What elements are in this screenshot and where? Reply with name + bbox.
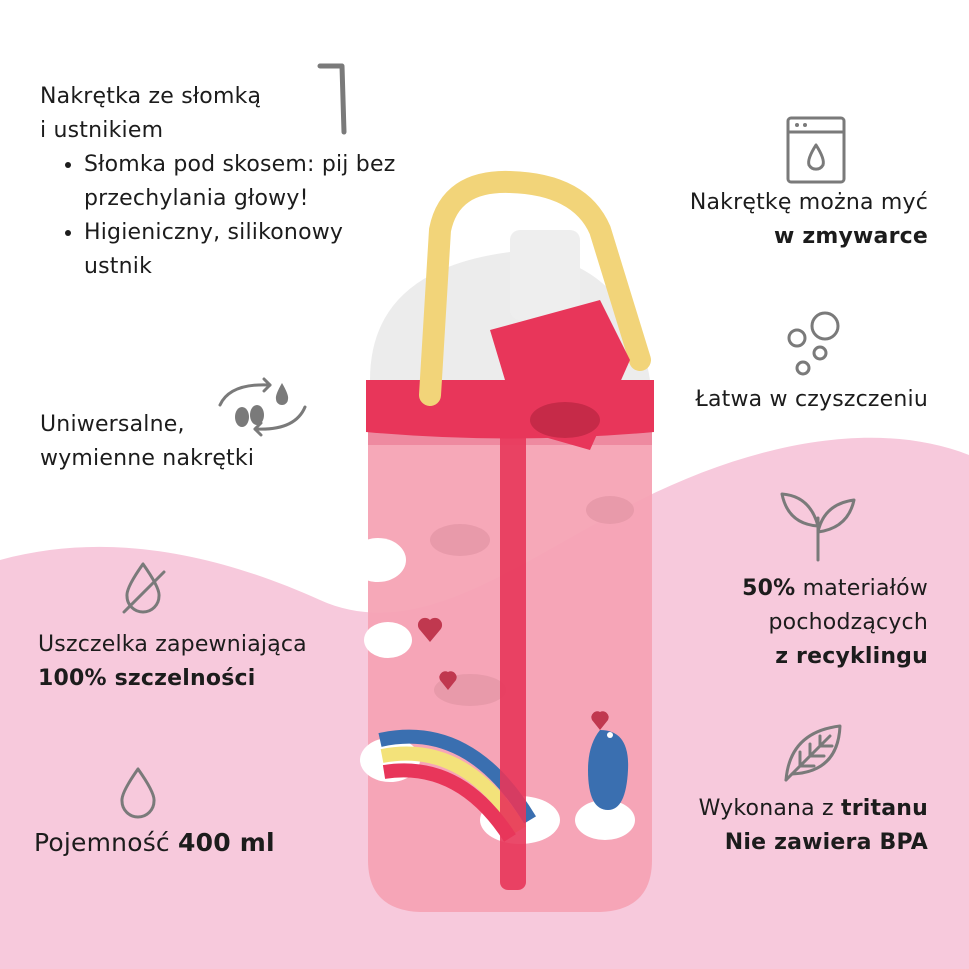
cap-bullet-straw-angle: Słomka pod skosem: pij bez przechylania …	[84, 148, 400, 216]
recycled-feature: 50% materiałów pochodzących z recyklingu	[620, 572, 928, 674]
sprout-icon	[780, 492, 856, 562]
seal-line2: 100% szczelności	[38, 666, 256, 691]
dishwasher-icon	[786, 116, 846, 184]
easy-clean-line1: Łatwa w czyszczeniu	[695, 387, 928, 412]
recycled-line2: pochodzących	[768, 610, 928, 635]
universal-caps-line1: Uniwersalne,	[40, 412, 185, 437]
universal-caps-line2: wymienne nakrętki	[40, 446, 255, 471]
cap-title-line2: i ustnikiem	[40, 118, 164, 143]
universal-caps-feature: Uniwersalne, wymienne nakrętki	[40, 408, 340, 476]
dishwasher-line1: Nakrętkę można myć	[689, 190, 928, 215]
recycled-line3: z recyklingu	[775, 644, 928, 669]
cap-title-line1: Nakrętka ze słomką	[40, 84, 262, 109]
recycled-line1-rest: materiałów	[795, 576, 928, 601]
material-bpa-free: Nie zawiera BPA	[724, 830, 928, 855]
seal-line1: Uszczelka zapewniająca	[38, 632, 307, 657]
capacity-value: 400 ml	[178, 828, 275, 857]
no-drop-icon	[122, 562, 166, 614]
recycled-percent: 50%	[742, 576, 796, 601]
leaf-icon	[784, 724, 842, 782]
material-tritan: tritanu	[841, 796, 928, 821]
material-line1-rest: Wykonana z	[698, 796, 841, 821]
cap-feature: Nakrętka ze słomką i ustnikiem Słomka po…	[40, 80, 400, 284]
cap-bullets: Słomka pod skosem: pij bez przechylania …	[40, 148, 400, 284]
capacity-label: Pojemność	[34, 828, 179, 857]
cap-bullet-silicone: Higieniczny, silikonowy ustnik	[84, 216, 400, 284]
straw-icon	[317, 63, 347, 135]
drop-icon	[120, 767, 156, 819]
bubbles-icon	[787, 311, 840, 376]
cycle-icon	[218, 377, 307, 437]
easy-clean-feature: Łatwa w czyszczeniu	[620, 383, 928, 417]
capacity-feature: Pojemność 400 ml	[34, 826, 354, 860]
water-bottle-image	[360, 170, 654, 912]
dishwasher-line2: w zmywarce	[773, 224, 928, 249]
seal-feature: Uszczelka zapewniająca 100% szczelności	[38, 628, 378, 696]
dishwasher-feature: Nakrętkę można myć w zmywarce	[620, 186, 928, 254]
material-feature: Wykonana z tritanu Nie zawiera BPA	[620, 792, 928, 860]
